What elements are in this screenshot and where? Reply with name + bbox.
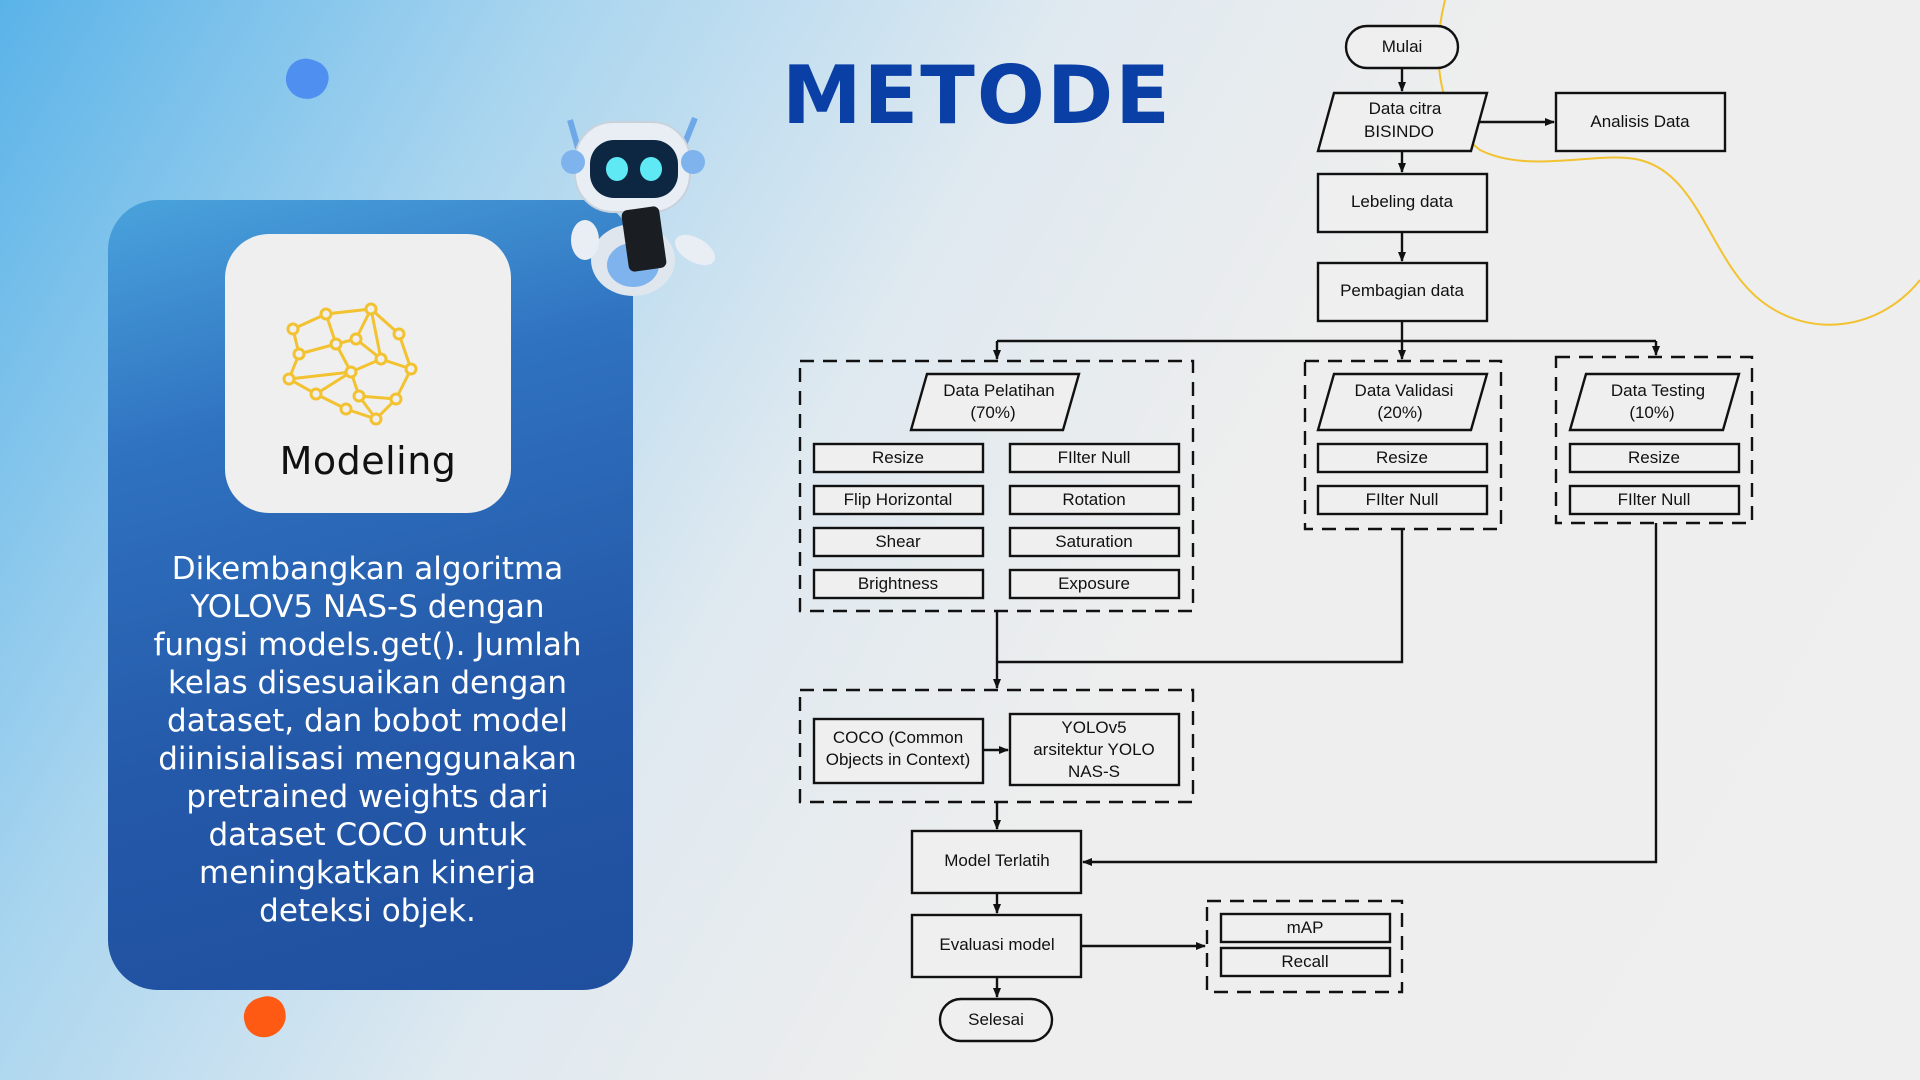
- testing-step-filter-null: [1568, 484, 1741, 516]
- metric-map-label: mAP: [1287, 918, 1324, 937]
- metric-recall: [1219, 946, 1392, 978]
- labeling-label: Lebeling data: [1351, 192, 1454, 211]
- modeling-title: Modeling: [279, 439, 457, 483]
- modeling-tile: Modeling: [225, 234, 511, 513]
- validation-step-filter-null: [1316, 484, 1489, 516]
- train-step-resize: [812, 442, 985, 474]
- train-step-saturation-label: Saturation: [1055, 532, 1133, 551]
- train-step-filter-null: [1008, 442, 1181, 474]
- testing-step-resize: [1568, 442, 1741, 474]
- end-label: Selesai: [968, 1010, 1024, 1029]
- input-data-node: [1316, 91, 1489, 153]
- coco-label-line2: Objects in Context): [826, 750, 971, 769]
- testing-label-line2: (10%): [1629, 403, 1674, 422]
- architecture-label-line1: YOLOv5: [1061, 718, 1126, 737]
- validation-label-line2: (20%): [1377, 403, 1422, 422]
- train-step-shear-label: Shear: [875, 532, 921, 551]
- testing-data-node: [1568, 372, 1741, 432]
- modeling-description: Dikembangkan algoritma YOLOV5 NAS-S deng…: [153, 551, 582, 929]
- evaluation-label: Evaluasi model: [939, 935, 1054, 954]
- train-step-brightness: [812, 568, 985, 600]
- train-step-filter-null-label: FIlter Null: [1058, 448, 1131, 467]
- testing-label-line1: Data Testing: [1611, 381, 1705, 400]
- trained-model-label: Model Terlatih: [944, 851, 1050, 870]
- testing-step-filter-null-label: FIlter Null: [1618, 490, 1691, 509]
- analysis-node: [1554, 91, 1727, 153]
- train-step-flip-horizontal-label: Flip Horizontal: [844, 490, 953, 509]
- start-label: Mulai: [1382, 37, 1423, 56]
- split-label: Pembagian data: [1340, 281, 1464, 300]
- training-label-line2: (70%): [970, 403, 1015, 422]
- metric-recall-label: Recall: [1281, 952, 1328, 971]
- train-step-exposure: [1008, 568, 1181, 600]
- training-label-line1: Data Pelatihan: [943, 381, 1055, 400]
- labeling-node: [1316, 172, 1489, 234]
- train-step-rotation-label: Rotation: [1062, 490, 1125, 509]
- input-label-line1: Data citra: [1369, 99, 1442, 118]
- split-node: [1316, 261, 1489, 323]
- edge-testing-trained: [1082, 523, 1658, 866]
- trained-model-node: [910, 829, 1083, 895]
- train-step-flip-horizontal: [812, 484, 985, 516]
- coco-node: [812, 717, 985, 785]
- train-step-shear: [812, 526, 985, 558]
- input-label-line2: BISINDO: [1364, 122, 1434, 141]
- train-step-brightness-label: Brightness: [858, 574, 938, 593]
- testing-group: [1554, 355, 1754, 525]
- page-title: METODE: [782, 49, 1172, 142]
- train-step-rotation: [1008, 484, 1181, 516]
- testing-step-resize-label: Resize: [1628, 448, 1680, 467]
- coco-label-line1: COCO (Common: [833, 728, 963, 747]
- train-step-resize-label: Resize: [872, 448, 924, 467]
- metric-map: [1219, 912, 1392, 944]
- decorative-yellow-curve: [1437, 0, 1920, 326]
- edge-validation-model: [997, 529, 1404, 664]
- train-step-saturation: [1008, 526, 1181, 558]
- validation-data-node: [1316, 372, 1489, 432]
- robot-mascot: [561, 116, 715, 296]
- architecture-label-line3: NAS-S: [1068, 762, 1120, 781]
- validation-step-resize: [1316, 442, 1489, 474]
- analysis-label: Analisis Data: [1590, 112, 1690, 131]
- brain-network-icon: [282, 302, 418, 426]
- training-data-node: [909, 372, 1081, 432]
- validation-step-filter-null-label: FIlter Null: [1366, 490, 1439, 509]
- train-step-exposure-label: Exposure: [1058, 574, 1130, 593]
- architecture-label-line2: arsitektur YOLO: [1033, 740, 1155, 759]
- metrics-group: [1205, 899, 1404, 994]
- architecture-node: [1008, 712, 1181, 787]
- end-node: [938, 997, 1054, 1043]
- validation-label-line1: Data Validasi: [1355, 381, 1454, 400]
- validation-step-resize-label: Resize: [1376, 448, 1428, 467]
